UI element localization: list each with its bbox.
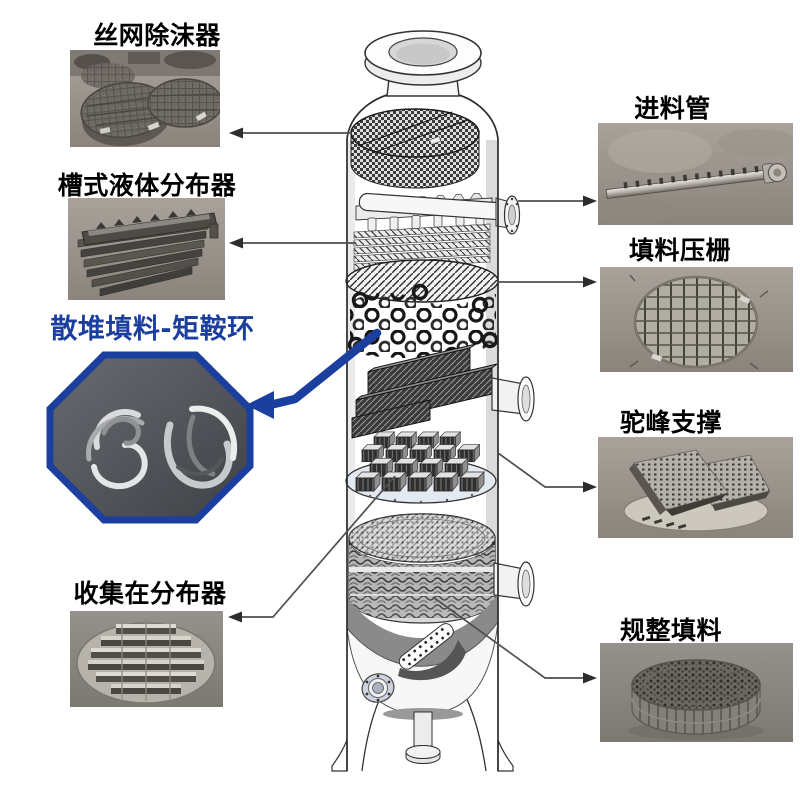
tower-bottom-outlet: [405, 711, 441, 764]
photo-feed-pipe: [598, 123, 793, 225]
label-trough-liquid-distributor: 槽式液体分布器: [57, 171, 237, 200]
connector-wire-mesh-demister: [229, 127, 350, 139]
tower-manhole-flange: [361, 673, 395, 703]
tower-bottom-section: [331, 594, 514, 772]
tower-packing-drum: [348, 513, 496, 624]
label-feed-pipe: 进料管: [634, 94, 711, 123]
label-random-packing-saddle-ring: 散堆填料-矩鞍环: [50, 314, 255, 345]
photo-wire-mesh-demister: [70, 50, 220, 147]
connector-holddown-grid: [497, 276, 597, 288]
tower-random-packing: [347, 283, 499, 364]
tower-trough-distributor: [353, 193, 493, 271]
connector-feed-pipe: [518, 195, 597, 207]
octagon-border: [46, 351, 254, 524]
photo-packing-holddown-grid: [600, 267, 793, 372]
tower-feed-pipe: [358, 192, 521, 235]
photo-hump-support: [598, 437, 793, 538]
tower-holddown-grid: [345, 259, 499, 303]
photo-trough-liquid-distributor: [68, 198, 225, 300]
label-structured-packing: 规整填料: [619, 616, 722, 645]
label-collector-distributor: 收集在分布器: [73, 579, 227, 608]
tower-gas-inlet-pipe: [398, 623, 454, 670]
tower-demister: [350, 108, 480, 189]
label-hump-support: 驼峰支撑: [619, 408, 722, 437]
connector-hump-support: [497, 452, 597, 493]
photo-collector-distributor: [70, 611, 223, 707]
photo-structured-packing: [600, 643, 793, 742]
tower-collector-distributor: [345, 431, 497, 504]
tower-outline: [346, 30, 499, 771]
photo-random-packing-saddle-ring: [42, 347, 258, 528]
connector-trough-distributor: [229, 237, 356, 249]
tower-structured-packing-blocks: [351, 343, 498, 439]
label-wire-mesh-demister: 丝网除沫器: [93, 21, 221, 50]
tower-shell: [347, 70, 498, 771]
connectors: [228, 127, 597, 684]
tower-side-nozzles: [491, 376, 535, 607]
label-packing-holddown-grid: 填料压栅: [628, 236, 731, 265]
